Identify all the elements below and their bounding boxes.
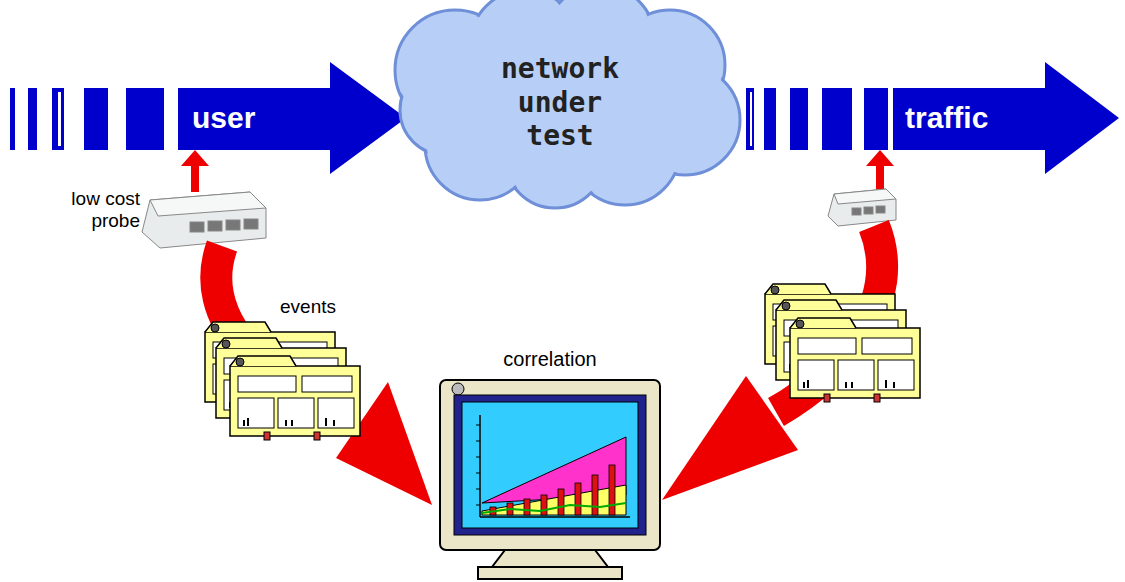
traffic-arrow: traffic — [893, 62, 1121, 174]
node-text: user — [192, 100, 322, 136]
network-cloud: network under test — [385, 0, 745, 205]
events-label: events — [280, 296, 370, 318]
correlation-monitor: correlation — [430, 345, 670, 582]
user-arrow: user — [178, 62, 408, 174]
node-text: traffic — [905, 100, 1043, 136]
correlation-monitor-outline — [430, 345, 670, 582]
node-text: network under test — [480, 52, 640, 153]
probe-label: low cost probe — [30, 188, 140, 232]
node-text: correlation — [430, 347, 670, 371]
